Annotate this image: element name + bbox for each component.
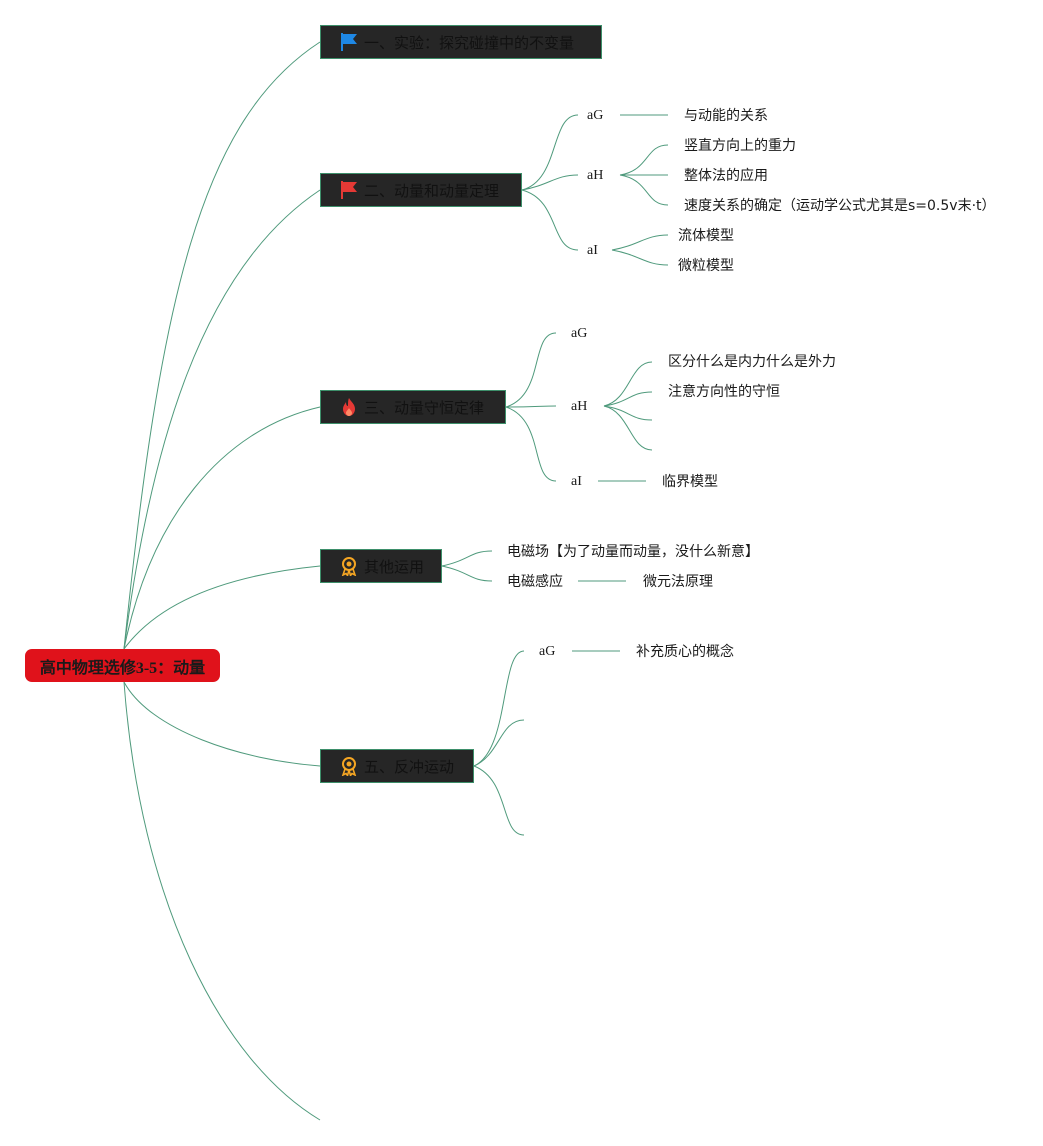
- subtopic-label[interactable]: aG: [539, 644, 556, 659]
- root-topic[interactable]: 高中物理选修3-5：动量: [25, 649, 220, 682]
- leaf-node[interactable]: 流体模型: [678, 228, 734, 244]
- leaf-node[interactable]: 电磁场【为了动量而动量，没什么新意】: [507, 544, 759, 560]
- topic-label: 二、动量和动量定理: [364, 181, 500, 200]
- leaf-node[interactable]: 临界模型: [662, 474, 718, 490]
- topic-conservation[interactable]: 三、动量守恒定律: [320, 390, 506, 424]
- red-flag-icon: [338, 179, 360, 201]
- topic-other-applications[interactable]: 其他运用: [320, 549, 442, 583]
- topic-momentum-theorem[interactable]: 二、动量和动量定理: [320, 173, 522, 207]
- root-topic-label: 高中物理选修3-5：动量: [39, 659, 206, 677]
- topic-label: 一、实验：探究碰撞中的不变量: [364, 33, 575, 52]
- subtopic-label[interactable]: aI: [587, 243, 598, 258]
- leaf-node[interactable]: 微粒模型: [678, 258, 734, 274]
- topic-label: 三、动量守恒定律: [364, 398, 485, 417]
- subtopic-label[interactable]: aG: [587, 108, 604, 123]
- leaf-node[interactable]: 补充质心的概念: [636, 644, 734, 660]
- topic-recoil[interactable]: 五、反冲运动: [320, 749, 474, 783]
- award-medal-icon: [338, 755, 360, 777]
- topic-label: 其他运用: [364, 557, 425, 576]
- subtopic-label[interactable]: aH: [571, 399, 588, 414]
- leaf-node[interactable]: 电磁感应: [507, 574, 563, 590]
- subtopic-label[interactable]: aG: [571, 326, 588, 341]
- leaf-node[interactable]: 区分什么是内力什么是外力: [668, 354, 836, 370]
- award-medal-icon: [338, 555, 360, 577]
- subtopic-label[interactable]: aH: [587, 168, 604, 183]
- leaf-node[interactable]: 竖直方向上的重力: [684, 138, 796, 154]
- blue-flag-icon: [338, 31, 360, 53]
- fire-icon: [338, 396, 360, 418]
- leaf-node[interactable]: 整体法的应用: [684, 168, 768, 184]
- topic-experiment[interactable]: 一、实验：探究碰撞中的不变量: [320, 25, 602, 59]
- subtopic-label[interactable]: aI: [571, 474, 582, 489]
- leaf-node[interactable]: 与动能的关系: [684, 108, 768, 124]
- leaf-node[interactable]: 速度关系的确定（运动学公式尤其是s=0.5v末·t）: [684, 198, 996, 214]
- leaf-node[interactable]: 微元法原理: [643, 574, 713, 590]
- leaf-node[interactable]: 注意方向性的守恒: [668, 384, 780, 400]
- topic-label: 五、反冲运动: [364, 757, 455, 776]
